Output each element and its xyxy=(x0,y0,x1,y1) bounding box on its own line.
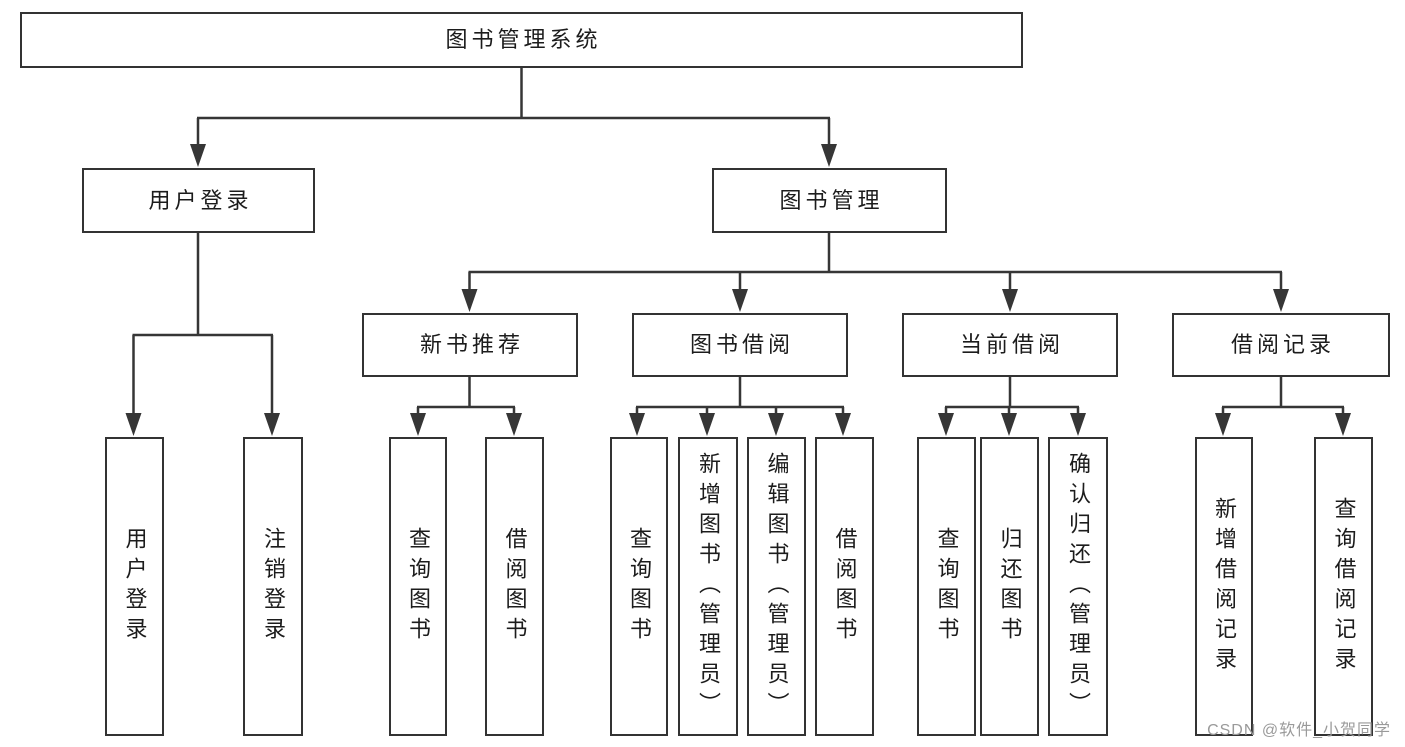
tree-edges xyxy=(132,68,1345,416)
leaf-bb-add-book-admin: 新增图书（管理员） xyxy=(678,437,738,736)
node-borrowing-records: 借阅记录 xyxy=(1172,313,1390,377)
node-book-borrowing: 图书借阅 xyxy=(632,313,848,377)
node-book-management: 图书管理 xyxy=(712,168,947,233)
leaf-cb-confirm-return-admin: 确认归还（管理员） xyxy=(1048,437,1108,736)
csdn-watermark: CSDN @软件_小贺同学 xyxy=(1207,722,1391,739)
leaf-bb-borrow-books: 借阅图书 xyxy=(815,437,874,736)
leaf-user-login: 用户登录 xyxy=(105,437,164,736)
leaf-br-add-record: 新增借阅记录 xyxy=(1195,437,1253,736)
node-current-borrowing: 当前借阅 xyxy=(902,313,1118,377)
leaf-cb-return-books: 归还图书 xyxy=(980,437,1039,736)
leaf-cb-query-books: 查询图书 xyxy=(917,437,976,736)
node-user-login: 用户登录 xyxy=(82,168,315,233)
leaf-logout: 注销登录 xyxy=(243,437,303,736)
leaf-bb-edit-book-admin: 编辑图书（管理员） xyxy=(747,437,806,736)
node-new-book-recommend: 新书推荐 xyxy=(362,313,578,377)
node-system-root: 图书管理系统 xyxy=(20,12,1023,68)
leaf-br-query-record: 查询借阅记录 xyxy=(1314,437,1373,736)
leaf-bb-query-books: 查询图书 xyxy=(610,437,668,736)
leaf-nb-query-books: 查询图书 xyxy=(389,437,447,736)
arrowhead-icons xyxy=(125,144,1351,436)
leaf-nb-borrow-books: 借阅图书 xyxy=(485,437,544,736)
